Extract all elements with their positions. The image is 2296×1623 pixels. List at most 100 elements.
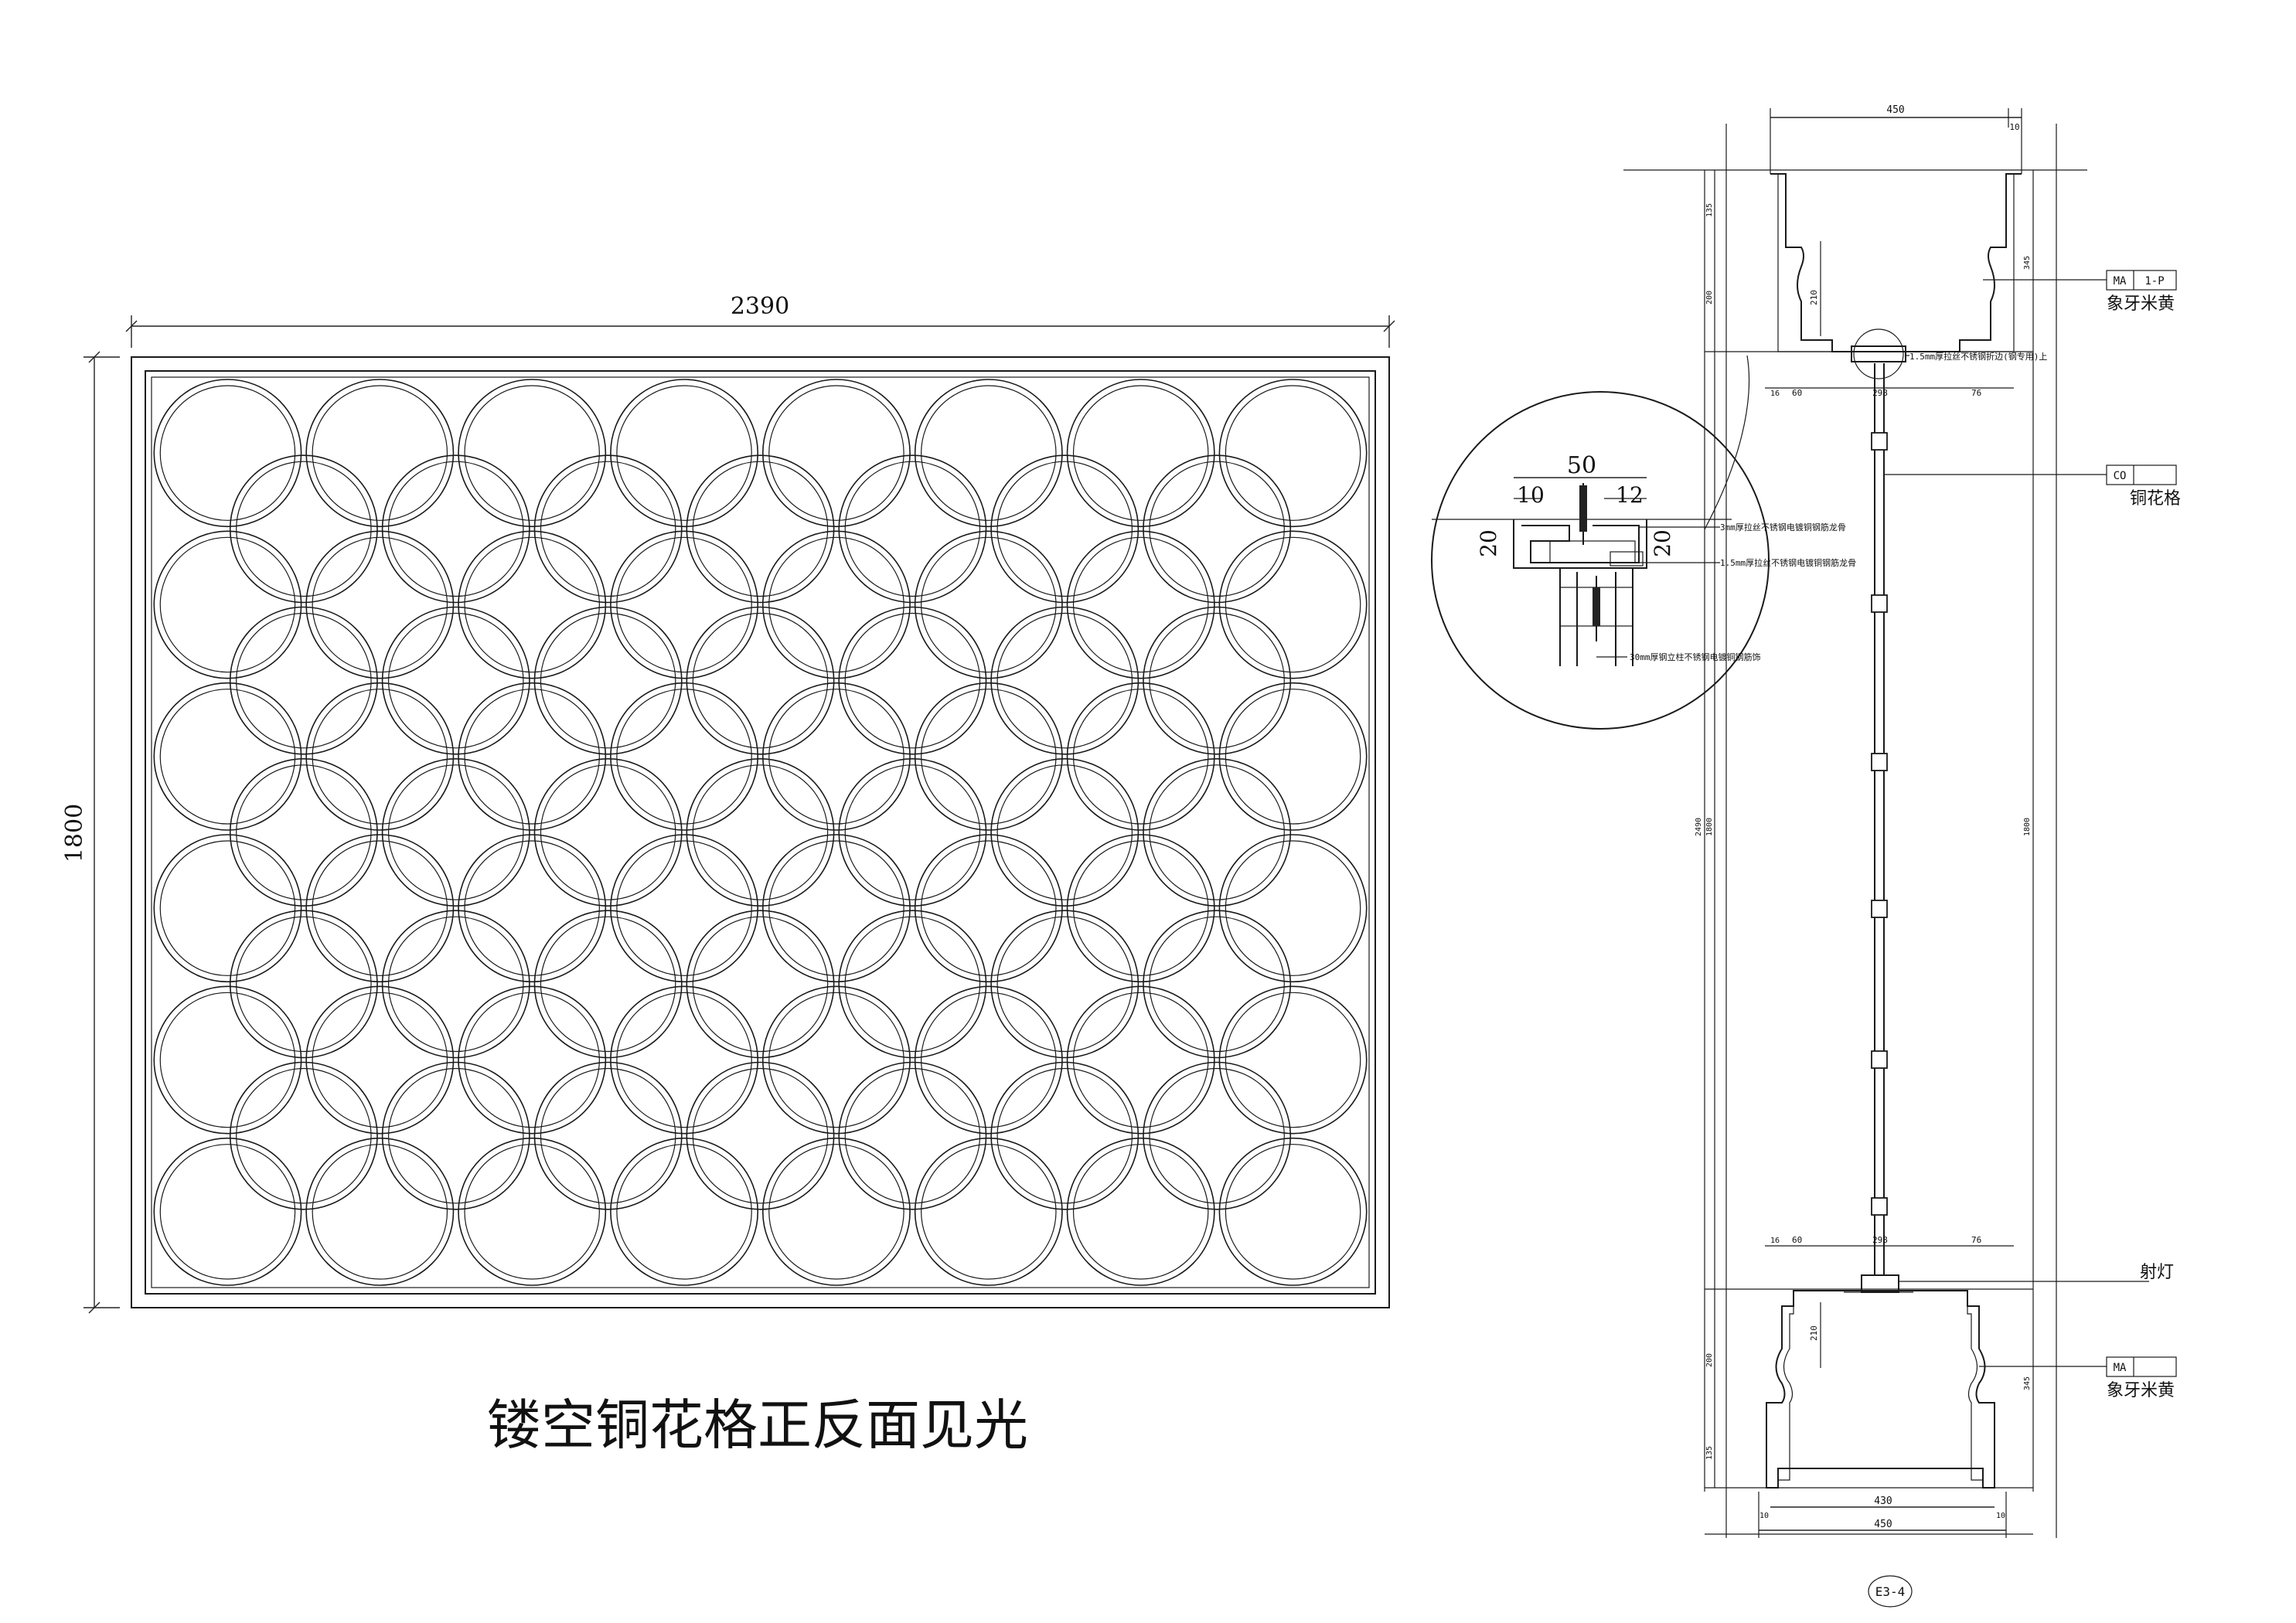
lattice-ring xyxy=(914,530,1063,679)
bottom-left-small: 10 xyxy=(1759,1512,1769,1520)
top-note: 1.5mm厚拉丝不锈钢折边(钢专用)上 xyxy=(1909,351,2047,362)
height-label: 1800 xyxy=(61,804,88,863)
lattice-ring xyxy=(921,536,1057,673)
lattice-ring xyxy=(312,385,448,521)
post-joint xyxy=(1871,1050,1888,1069)
lattice-ring xyxy=(768,992,904,1128)
lattice-ring xyxy=(616,689,752,825)
spot-light-text: 射灯 xyxy=(2140,1263,2174,1282)
drawing-ref-label: E3-4 xyxy=(1875,1584,1906,1599)
lattice-ring xyxy=(464,689,600,825)
lattice-ring xyxy=(610,1137,759,1286)
lattice-ring xyxy=(387,764,524,900)
section-view: 450 10 210 16 60 298 76 210 16 60 298 76 xyxy=(1623,104,2181,1608)
lattice-ring xyxy=(1066,379,1215,528)
lattice-ring xyxy=(1143,1061,1292,1210)
lattice-ring xyxy=(229,606,378,755)
lattice-ring xyxy=(458,985,607,1135)
post-joint xyxy=(1871,432,1888,451)
lattice-ring xyxy=(768,689,904,825)
lattice-ring xyxy=(616,1144,752,1280)
detail-note-3: 30mm厚钢立柱不锈钢电镀铜钢筋饰 xyxy=(1630,652,1761,662)
lattice-ring xyxy=(610,834,759,983)
lattice-ring xyxy=(312,689,448,825)
lattice-ring xyxy=(381,606,530,755)
lattice-ring xyxy=(305,682,455,831)
lattice-ring xyxy=(1225,385,1361,521)
lattice-ring xyxy=(761,834,911,983)
lattice-ring xyxy=(1143,758,1292,907)
detail-dim-50: 50 xyxy=(1567,452,1596,479)
lattice-ring xyxy=(838,910,987,1059)
lattice-ring xyxy=(458,834,607,983)
lattice-ring xyxy=(159,689,296,825)
lattice-ring xyxy=(312,1144,448,1280)
lattice-ring xyxy=(464,992,600,1128)
lattice-ring xyxy=(686,606,835,755)
lattice-ring xyxy=(1066,682,1215,831)
lattice-ring xyxy=(1143,454,1292,604)
lattice-ring xyxy=(1072,840,1209,976)
lattice-ring xyxy=(236,461,372,597)
lattice-ring xyxy=(533,454,683,604)
elevation-title: 镂空铜花格正反面见光 xyxy=(487,1393,1028,1457)
tag-bottom: MA 象牙米黄 xyxy=(1979,1356,2177,1400)
tag-mid: CO 铜花格 xyxy=(1884,464,2181,509)
lattice-ring xyxy=(686,454,835,604)
lattice-ring xyxy=(761,985,911,1135)
bottom-outer-width: 450 xyxy=(1874,1519,1892,1530)
lattice-ring xyxy=(686,758,835,907)
lattice-ring xyxy=(1218,682,1368,831)
mid-top-b: 60 xyxy=(1792,388,1802,398)
lattice-ring xyxy=(838,758,987,907)
lattice-ring xyxy=(996,1067,1133,1204)
lattice-ring xyxy=(1066,1137,1215,1286)
detail-dim-20-left: 20 xyxy=(1476,529,1501,557)
lattice-ring xyxy=(236,1067,372,1204)
lattice-ring xyxy=(990,1061,1139,1210)
tag-top-code: MA xyxy=(2114,275,2127,288)
lattice-ring xyxy=(387,916,524,1053)
lattice-ring xyxy=(1225,536,1361,673)
lattice-ring xyxy=(761,379,911,528)
lattice-ring xyxy=(990,454,1139,604)
lattice-ring xyxy=(914,834,1063,983)
lattice-ring xyxy=(159,1144,296,1280)
lattice-ring xyxy=(914,1137,1063,1286)
lattice-ring xyxy=(1149,1067,1285,1204)
lattice-ring xyxy=(1143,910,1292,1059)
lattice-ring xyxy=(692,764,829,900)
lattice-ring xyxy=(616,536,752,673)
lattice-ring xyxy=(159,992,296,1128)
lattice-ring xyxy=(153,530,302,679)
right-dim-345-bottom: 345 xyxy=(2023,1376,2032,1390)
post-joint xyxy=(1871,594,1888,613)
lattice-ring xyxy=(153,682,302,831)
lattice-ring xyxy=(458,1137,607,1286)
lattice-ring xyxy=(229,454,378,604)
lattice-ring xyxy=(381,758,530,907)
lattice-ring xyxy=(305,985,455,1135)
lattice-ring xyxy=(996,612,1133,749)
lattice-ring xyxy=(153,379,302,528)
lattice-ring xyxy=(1072,536,1209,673)
lattice-ring xyxy=(159,385,296,521)
lattice-ring xyxy=(159,840,296,976)
post-joint xyxy=(1871,753,1888,771)
lattice-ring xyxy=(1149,764,1285,900)
lattice-ring xyxy=(1225,1144,1361,1280)
lattice-ring xyxy=(610,985,759,1135)
lattice-ring xyxy=(540,461,676,597)
lattice-ring xyxy=(305,1137,455,1286)
section-top-width: 450 xyxy=(1886,104,1904,116)
lattice-ring xyxy=(761,682,911,831)
tag-mid-desc: 铜花格 xyxy=(2130,489,2181,509)
lattice-ring xyxy=(844,461,981,597)
bottom-right-small: 10 xyxy=(1996,1512,2005,1520)
lattice-ring xyxy=(914,379,1063,528)
mid-bottom-d: 76 xyxy=(1971,1235,1981,1245)
lattice-ring xyxy=(1218,985,1368,1135)
elevation-view: 2390 1800 镂空铜花格正反面见光 xyxy=(61,293,1395,1457)
left-dim-200-top: 200 xyxy=(1705,291,1714,305)
lattice-ring xyxy=(610,379,759,528)
